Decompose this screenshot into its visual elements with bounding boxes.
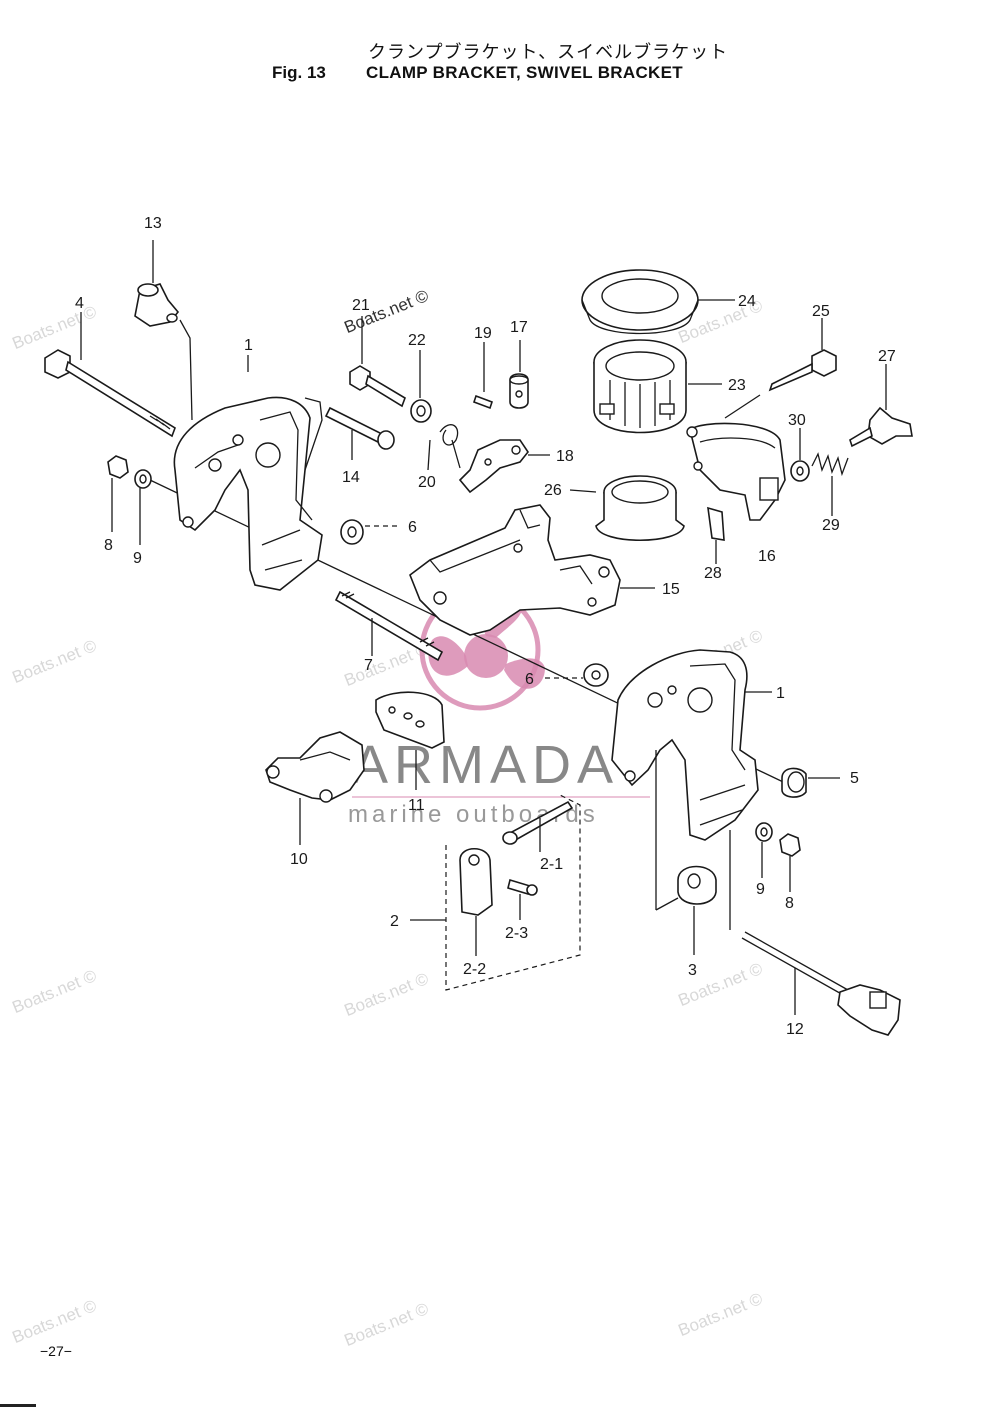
part-12-tilt-rod: [729, 830, 901, 1036]
part-28-pad: [707, 506, 725, 564]
label-6-lower: 6: [525, 671, 534, 688]
part-6-washer-upper: [340, 519, 400, 545]
part-16-swivel-housing: [686, 394, 786, 521]
label-2: 2: [390, 913, 399, 930]
part-2-3-pin: [507, 878, 538, 920]
part-1-clamp-bracket-right: [611, 649, 772, 841]
part-23-bushing-block: [593, 339, 722, 434]
part-4-long-bolt: [44, 312, 176, 438]
label-7: 7: [364, 657, 373, 674]
part-8-nut-right: [779, 833, 801, 892]
label-15: 15: [662, 581, 680, 598]
label-8-left: 8: [104, 537, 113, 554]
label-13: 13: [144, 215, 162, 232]
page-number: −27−: [40, 1343, 72, 1359]
label-20: 20: [418, 474, 436, 491]
part-2-2-handle: [459, 847, 493, 956]
label-19: 19: [474, 325, 492, 342]
label-21: 21: [352, 297, 370, 314]
label-1-right: 1: [776, 685, 785, 702]
part-9-washer-left: [134, 469, 152, 545]
label-18: 18: [556, 448, 574, 465]
label-9-left: 9: [133, 550, 142, 567]
part-8-nut-left: [107, 455, 129, 532]
diagram-title-japanese: クランプブラケット、スイベルブラケット: [368, 42, 729, 63]
part-1-clamp-bracket-left: [173, 355, 323, 591]
label-11: 11: [408, 797, 425, 814]
part-11-bushing-holder: [375, 691, 445, 790]
label-12: 12: [786, 1021, 804, 1038]
label-29: 29: [822, 517, 840, 534]
part-10-clamp-block: [265, 731, 365, 845]
label-10: 10: [290, 851, 308, 868]
label-14: 14: [342, 469, 360, 486]
part-18-lever: [458, 439, 550, 494]
part-labels: 13 4 1 21 22 19 17 24 25 27 23 30 18 14 …: [75, 215, 896, 1038]
part-21-bolt: [349, 316, 406, 408]
label-27: 27: [878, 348, 896, 365]
part-22-washer: [410, 350, 432, 423]
label-30: 30: [788, 412, 806, 429]
part-6-washer-lower: [545, 663, 609, 687]
label-9-right: 9: [756, 881, 765, 898]
diagram-title: CLAMP BRACKET, SWIVEL BRACKET: [366, 63, 683, 82]
label-6-upper: 6: [408, 519, 417, 536]
part-30-washer: [790, 428, 810, 482]
part-29-spring: [811, 452, 849, 516]
label-22: 22: [408, 332, 426, 349]
label-26: 26: [544, 482, 562, 499]
label-4: 4: [75, 295, 84, 312]
part-26-bushing: [569, 475, 685, 541]
brand-name: ARMADA: [352, 735, 619, 795]
part-24-seal-ring: [581, 269, 735, 335]
part-19-small-pin: [472, 342, 494, 410]
label-25: 25: [812, 303, 830, 320]
part-2-assembly-group: [410, 794, 581, 991]
part-5-bushing: [781, 767, 840, 798]
label-3: 3: [688, 962, 697, 979]
label-2-1: 2-1: [540, 856, 563, 873]
part-2-1-threaded-rod: [502, 800, 574, 852]
part-14-pin: [304, 397, 395, 471]
label-28: 28: [704, 565, 722, 582]
part-17-collar: [509, 340, 529, 409]
figure-number: Fig. 13: [272, 63, 326, 82]
label-2-2: 2-2: [463, 961, 486, 978]
part-13-bushing: [134, 240, 193, 421]
label-23: 23: [728, 377, 746, 394]
label-1: 1: [244, 337, 253, 354]
label-5: 5: [850, 770, 859, 787]
part-25-bolt: [768, 318, 837, 392]
label-24: 24: [738, 293, 756, 310]
part-7-shaft: [334, 590, 444, 662]
part-27-wing-bolt: [849, 364, 913, 448]
label-8-right: 8: [785, 895, 794, 912]
label-17: 17: [510, 319, 528, 336]
scan-edge-mark: [0, 1404, 36, 1407]
part-15-swivel-bracket: [409, 504, 655, 636]
label-16: 16: [758, 548, 776, 565]
part-9-washer-right: [755, 822, 773, 878]
label-2-3: 2-3: [505, 925, 528, 942]
part-20-spring: [427, 424, 461, 471]
part-3-pad: [655, 750, 717, 955]
